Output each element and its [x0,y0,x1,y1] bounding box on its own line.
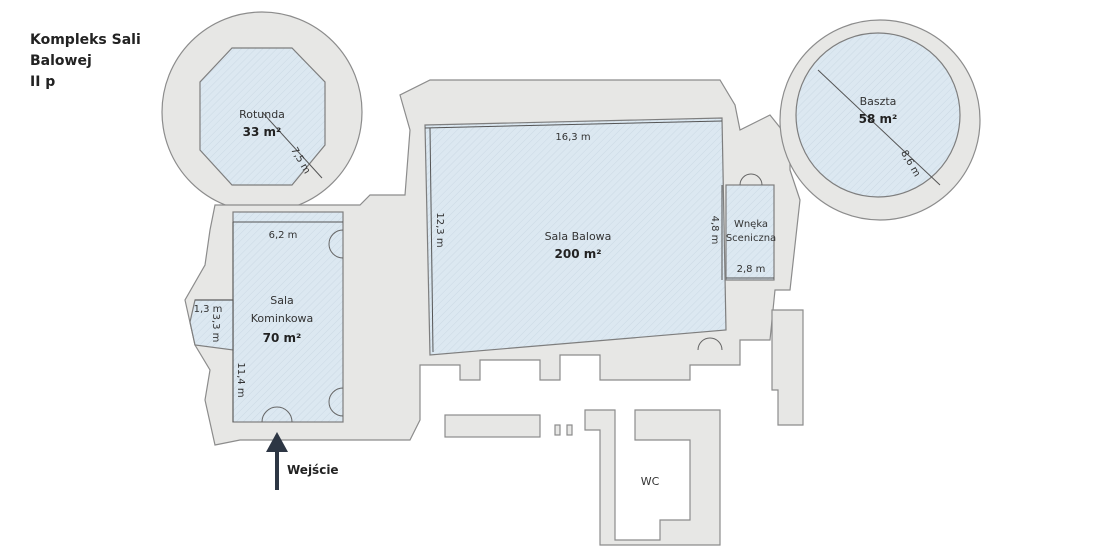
room-wneka [725,184,775,281]
dimension-lines [195,69,941,422]
room-baszta [795,32,961,198]
kominkowa-label-1: Sala [270,294,294,307]
sala-balowa-label: Sala Balowa [545,230,612,243]
kominkowa-height: 11,4 m [235,362,246,397]
sala-balowa-height: 12,3 m [434,212,445,247]
doors [261,173,763,423]
kominkowa-label-2: Kominkowa [251,312,314,325]
wneka-label-2: Sceniczna [726,233,776,244]
wneka-width: 2,8 m [737,264,766,275]
entrance-arrow-icon [266,432,288,490]
rotunda-label: Rotunda [239,108,285,121]
baszta-label: Baszta [860,95,897,108]
baszta-area: 58 m² [859,112,898,126]
kominkowa-width: 6,2 m [269,230,298,241]
sala-balowa-area: 200 m² [555,247,602,261]
title-line: Balowej [30,53,92,69]
wc-label: WC [641,475,660,488]
room-kominkowa [232,211,344,423]
title-line: Kompleks Sali [30,32,141,48]
plan-title: Kompleks Sali Balowej II p [30,30,141,93]
bay-height: 3,3 m [210,314,221,343]
entrance-label: Wejście [287,463,339,477]
wneka-label-1: Wnęka [734,219,768,230]
bay-width: 1,3 m [194,304,223,315]
title-line: II p [30,74,56,90]
rotunda-area: 33 m² [243,125,282,139]
room-rotunda [199,47,326,186]
room-sala-balowa [424,117,727,356]
rooms [189,32,961,423]
kominkowa-area: 70 m² [263,331,302,345]
wneka-height: 4,8 m [709,216,720,245]
sala-balowa-width: 16,3 m [555,132,590,143]
